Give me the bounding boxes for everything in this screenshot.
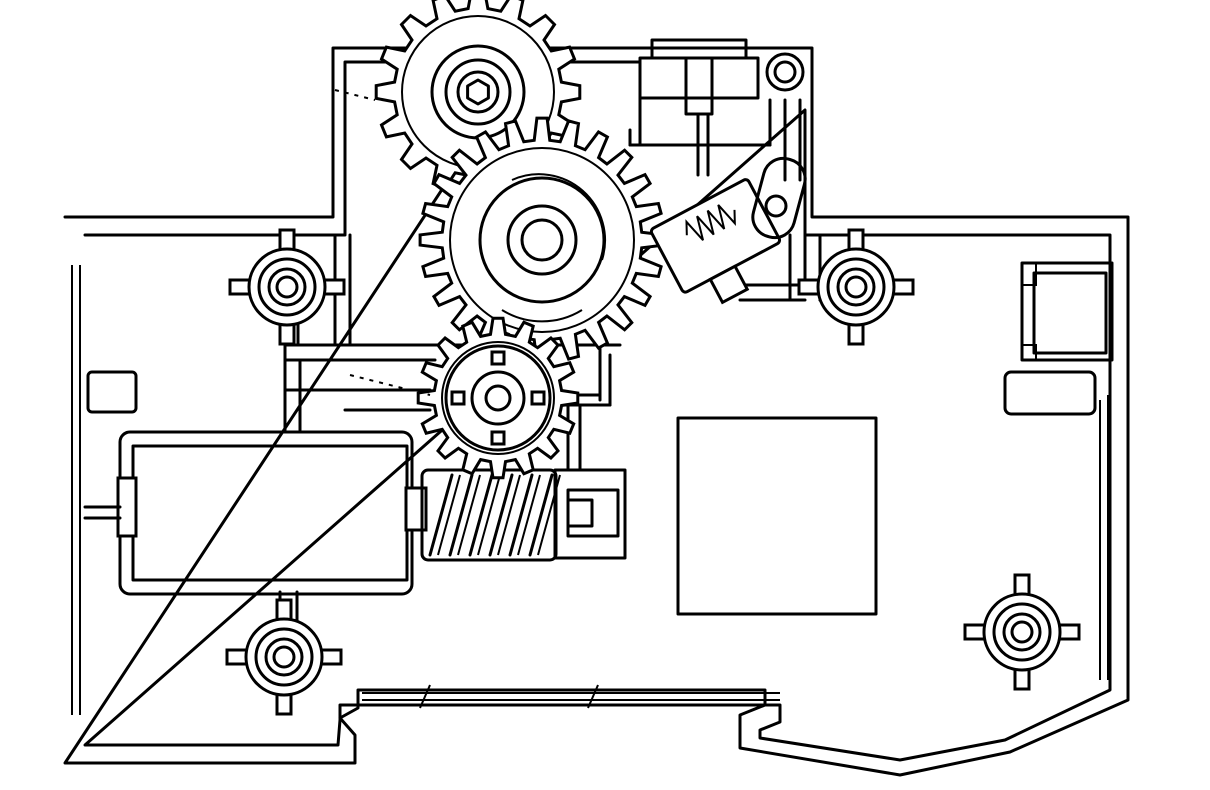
mounting-bosses [225, 228, 1081, 716]
worm-thread [468, 473, 494, 557]
upper-left-gear-hub-ring-1 [444, 58, 512, 126]
lower-gear-hub-ring-1 [470, 370, 526, 426]
boss-hole [275, 275, 299, 299]
center-gear-root-circle [449, 147, 635, 333]
worm-thread-edge [457, 474, 481, 556]
boss-hole [844, 275, 868, 299]
boss-mid-ring [257, 257, 317, 317]
boss-inner-ring [1002, 612, 1042, 652]
boss-hole [1010, 620, 1034, 644]
boss-mid-ring [992, 602, 1052, 662]
hidden-edge-marks [334, 89, 431, 396]
hex-socket [466, 78, 490, 106]
boss-hole [272, 645, 296, 669]
worm-thread-edge [517, 474, 541, 556]
slot-break-left [419, 684, 431, 709]
worm-thread [508, 473, 534, 557]
bottom-slot [362, 692, 780, 701]
worm-thread [428, 473, 454, 557]
center-pad [676, 416, 878, 616]
right-connector [1020, 261, 1114, 362]
gear-train [374, 0, 666, 480]
cam-pin [764, 194, 788, 218]
worm-thread [448, 473, 474, 557]
boss-inner-ring [264, 637, 304, 677]
right-tab [1003, 370, 1097, 416]
cam-slot [751, 156, 807, 240]
center-gear-inner-arc [511, 173, 607, 261]
lower-gear-slot [450, 390, 466, 406]
mounting-boss-1 [228, 228, 346, 346]
slot-break-right [587, 684, 599, 709]
boss-inner-ring [836, 267, 876, 307]
center-gear-hub-ring-1 [506, 204, 578, 276]
mounting-boss-2 [797, 228, 915, 346]
mounting-boss-3 [225, 598, 343, 716]
lower-gear-slot [490, 350, 506, 366]
mounting-boss-4 [963, 573, 1081, 691]
worm-thread [528, 473, 554, 557]
worm-thread-edge [437, 474, 461, 556]
lower-gear-hub-ring-0 [444, 344, 552, 452]
center-gear-hub-ring-2 [520, 218, 564, 262]
switch-assembly [638, 38, 807, 305]
corner-hole-inner [773, 60, 797, 84]
worm-thread-edge [497, 474, 521, 556]
upper-left-gear-hub-ring-2 [456, 70, 500, 114]
lower-gear [416, 316, 580, 480]
boss-mid-ring [826, 257, 886, 317]
worm-thread-edge [537, 474, 561, 556]
lower-gear-hub-ring-2 [484, 384, 512, 412]
boss-mid-ring [254, 627, 314, 687]
motor-body [131, 444, 409, 582]
corner-hole-outer [765, 52, 805, 92]
spring-lever [649, 178, 782, 305]
limit-switch [638, 38, 760, 177]
left-tab [86, 370, 138, 414]
worm-thread-edge [477, 474, 501, 556]
worm-thread [488, 473, 514, 557]
worm-end-bracket [553, 468, 627, 560]
center-gear-lower-arc [501, 309, 583, 323]
center-gear-teeth [418, 116, 666, 364]
lower-gear-slot [530, 390, 546, 406]
housing [63, 46, 1130, 777]
lower-gear-root-circle [441, 341, 555, 455]
worm-end-shaft [566, 498, 594, 528]
center-gear-hub-ring-0 [478, 176, 606, 304]
motor [83, 430, 428, 596]
worm-screw [420, 468, 627, 562]
spring-coil [685, 204, 736, 241]
boss-inner-ring [267, 267, 307, 307]
center-gear [418, 116, 666, 364]
lower-gear-slot [490, 430, 506, 446]
